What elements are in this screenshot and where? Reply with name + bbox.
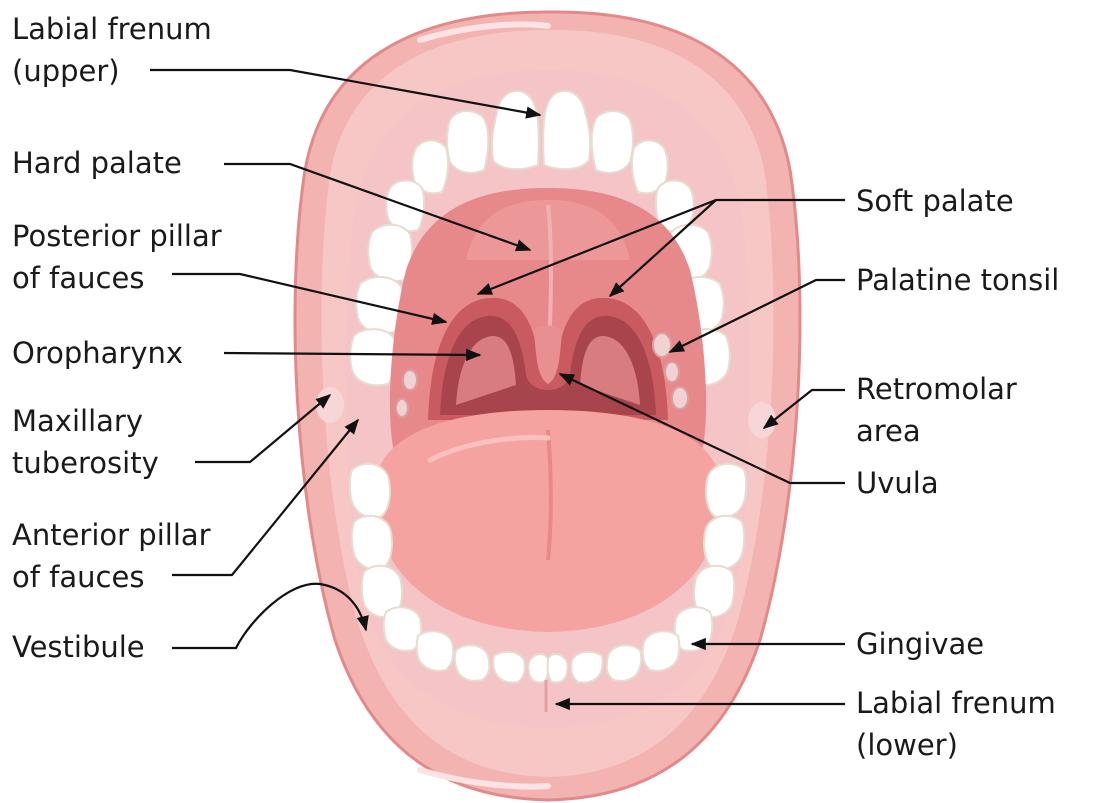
label-posterior-pillar: Posterior pillar of fauces bbox=[12, 215, 222, 299]
label-line: Oropharynx bbox=[12, 332, 183, 374]
label-line: Gingivae bbox=[856, 623, 984, 665]
label-line: Uvula bbox=[856, 462, 939, 504]
label-vestibule: Vestibule bbox=[12, 626, 145, 668]
label-line: Posterior pillar bbox=[12, 215, 222, 257]
label-line: Hard palate bbox=[12, 142, 182, 184]
label-labial-frenum-upper: Labial frenum (upper) bbox=[12, 8, 212, 92]
label-soft-palate: Soft palate bbox=[856, 180, 1014, 222]
label-oropharynx: Oropharynx bbox=[12, 332, 183, 374]
label-palatine-tonsil: Palatine tonsil bbox=[856, 259, 1059, 301]
label-line: Labial frenum bbox=[856, 682, 1056, 724]
label-line: Palatine tonsil bbox=[856, 259, 1059, 301]
label-line: Maxillary bbox=[12, 400, 159, 442]
label-hard-palate: Hard palate bbox=[12, 142, 182, 184]
label-line: Soft palate bbox=[856, 180, 1014, 222]
label-line: (upper) bbox=[12, 50, 212, 92]
label-line: area bbox=[856, 410, 1017, 452]
label-retromolar-area: Retromolar area bbox=[856, 368, 1017, 452]
label-line: Labial frenum bbox=[12, 8, 212, 50]
label-line: of fauces bbox=[12, 257, 222, 299]
label-line: Anterior pillar bbox=[12, 514, 211, 556]
label-line: Retromolar bbox=[856, 368, 1017, 410]
label-line: tuberosity bbox=[12, 442, 159, 484]
label-labial-frenum-lower: Labial frenum (lower) bbox=[856, 682, 1056, 766]
label-line: (lower) bbox=[856, 724, 1056, 766]
label-maxillary-tuberosity: Maxillary tuberosity bbox=[12, 400, 159, 484]
label-line: of fauces bbox=[12, 556, 211, 598]
label-uvula: Uvula bbox=[856, 462, 939, 504]
label-line: Vestibule bbox=[12, 626, 145, 668]
label-gingivae: Gingivae bbox=[856, 623, 984, 665]
label-anterior-pillar: Anterior pillar of fauces bbox=[12, 514, 211, 598]
